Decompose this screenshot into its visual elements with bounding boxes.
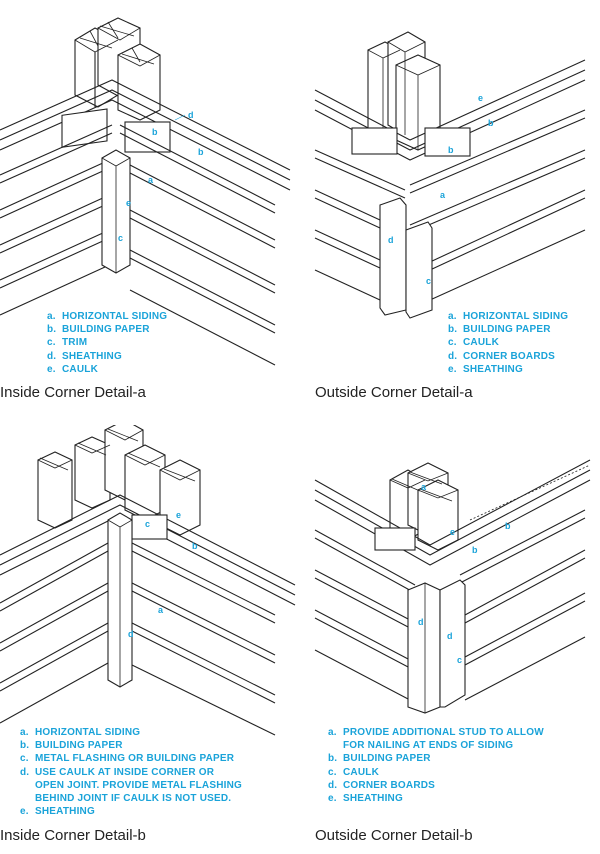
- left-wall-siding: [0, 124, 113, 316]
- inside-corner-b-drawing: c e b a d: [0, 425, 296, 736]
- caption-inside-corner-a: Inside Corner Detail-a: [0, 384, 146, 401]
- left-wall-siding: [0, 542, 109, 724]
- callout-a: a: [148, 175, 154, 185]
- callout-e: e: [126, 198, 131, 208]
- callout-b-2: b: [472, 545, 478, 555]
- legend-item: a.HORIZONTAL SIDING: [47, 311, 168, 322]
- legend-item-continued: OPEN JOINT. PROVIDE METAL FLASHING: [35, 779, 243, 791]
- callout-b: b: [192, 541, 198, 551]
- caption-outside-corner-b: Outside Corner Detail-b: [315, 827, 473, 844]
- callout-b-1: b: [505, 521, 511, 531]
- legend-item: b.BUILDING PAPER: [448, 324, 551, 336]
- panel-outside-corner-a: e b b a d c a.HORIZONTAL SIDING b.BUILDI…: [300, 0, 600, 410]
- legend-item: d.CORNER BOARDS: [448, 350, 556, 362]
- inside-corner-a-drawing: d b b a e c: [0, 17, 291, 366]
- outside-corner-b-drawing: a e b b d d c: [314, 459, 591, 714]
- sheathing-bands: [0, 79, 291, 191]
- legend-item-continued: FOR NAILING AT ENDS OF SIDING: [343, 740, 514, 752]
- legend-item: c.CAULK: [448, 337, 499, 349]
- corner-boards: [407, 579, 466, 714]
- legend-item: e.SHEATHING: [20, 806, 95, 818]
- legend-item: a.HORIZONTAL SIDING: [448, 311, 569, 322]
- callout-a: a: [158, 605, 164, 615]
- callouts: a e b b d d c: [418, 482, 511, 665]
- legend-item: d.SHEATHING: [47, 350, 122, 362]
- panel-inside-corner-b: c e b a d a.HORIZONTAL SIDING b.BUILDING…: [0, 425, 300, 854]
- right-wall-siding: [119, 124, 276, 366]
- callout-c: c: [145, 519, 150, 529]
- caption-outside-corner-a: Outside Corner Detail-a: [315, 384, 473, 401]
- callout-a: a: [421, 482, 427, 492]
- legend-inside-corner-a: a.HORIZONTAL SIDING b.BUILDING PAPER c.T…: [47, 310, 167, 376]
- legend-item: c.CAULK: [328, 766, 379, 778]
- corner-boards: [379, 197, 433, 319]
- legend-item: a.HORIZONTAL SIDING: [20, 727, 141, 738]
- callout-e: e: [450, 527, 455, 537]
- right-wall-siding: [131, 542, 276, 736]
- callout-c: c: [457, 655, 462, 665]
- caption-inside-corner-b: Inside Corner Detail-b: [0, 827, 146, 844]
- legend-item: c.TRIM: [47, 337, 88, 349]
- legend-inside-corner-b: a.HORIZONTAL SIDING b.BUILDING PAPER c.M…: [20, 726, 242, 818]
- studs: [74, 17, 161, 121]
- callout-d-2: d: [447, 631, 453, 641]
- legend-item: d.CORNER BOARDS: [328, 779, 436, 791]
- studs: [37, 425, 201, 536]
- callouts: c e b a d: [128, 510, 198, 639]
- callouts: d b b a e c: [118, 110, 204, 243]
- callout-c: c: [426, 276, 431, 286]
- callout-d: d: [128, 629, 134, 639]
- legend-outside-corner-a: a.HORIZONTAL SIDING b.BUILDING PAPER c.C…: [448, 310, 568, 376]
- legend-outside-corner-b: a.PROVIDE ADDITIONAL STUD TO ALLOW FOR N…: [328, 726, 544, 805]
- legend-item: e.SHEATHING: [328, 793, 403, 805]
- legend-item: d.USE CAULK AT INSIDE CORNER OR: [20, 766, 215, 778]
- corner-joint: [107, 512, 133, 688]
- right-wall-siding: [459, 509, 586, 701]
- legend-item: b.BUILDING PAPER: [20, 740, 123, 752]
- callout-b-1: b: [152, 127, 158, 137]
- legend-item: e.CAULK: [47, 363, 98, 375]
- trim-post: [101, 149, 131, 274]
- legend-item-continued: BEHIND JOINT IF CAULK IS NOT USED.: [35, 793, 232, 805]
- legend-item: e.SHEATHING: [448, 363, 523, 375]
- callout-d: d: [188, 110, 194, 120]
- sheathing-bands: [314, 59, 586, 161]
- legend-item: b.BUILDING PAPER: [47, 324, 150, 336]
- callout-d: d: [388, 235, 394, 245]
- callout-b-2: b: [448, 145, 454, 155]
- callout-d-1: d: [418, 617, 424, 627]
- callout-e: e: [478, 93, 483, 103]
- legend-item: c.METAL FLASHING OR BUILDING PAPER: [20, 753, 235, 765]
- left-wall-siding: [314, 529, 416, 701]
- legend-item: a.PROVIDE ADDITIONAL STUD TO ALLOW: [328, 727, 544, 738]
- callout-e: e: [176, 510, 181, 520]
- sheathing-bands: [314, 459, 591, 566]
- legend-item: b.BUILDING PAPER: [328, 753, 431, 765]
- right-wall-siding: [409, 109, 586, 301]
- panel-outside-corner-b: a e b b d d c a.PROVIDE ADDITIONAL STUD …: [300, 425, 600, 854]
- callouts: e b b a d c: [388, 93, 494, 286]
- panel-inside-corner-a: d b b a e c a.HORIZONTAL SIDING b.BUILDI…: [0, 0, 300, 410]
- callout-a: a: [440, 190, 446, 200]
- callout-b-1: b: [488, 118, 494, 128]
- left-wall-siding: [314, 149, 406, 301]
- callout-c: c: [118, 233, 123, 243]
- callout-b-2: b: [198, 147, 204, 157]
- outside-corner-a-drawing: e b b a d c: [314, 31, 586, 319]
